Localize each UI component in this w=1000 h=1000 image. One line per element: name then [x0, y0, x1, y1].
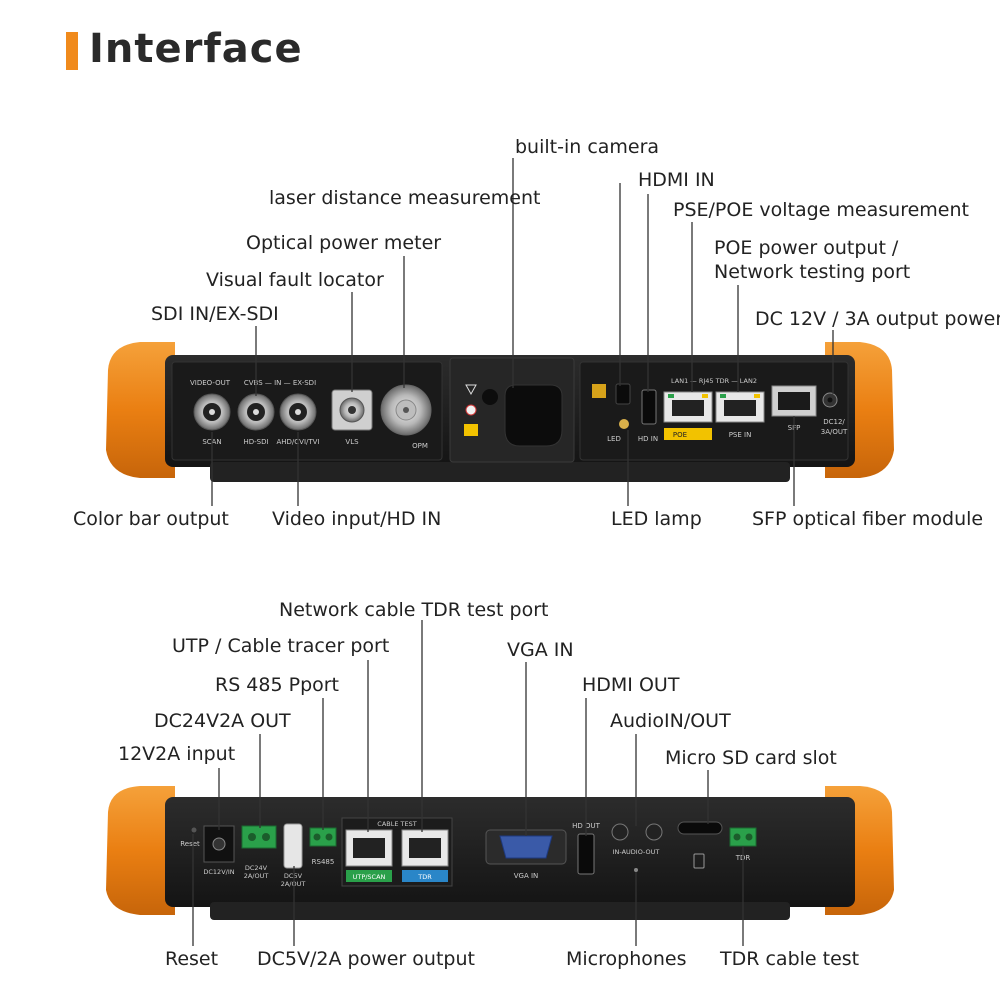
top-device: VIDEO-OUT CVBS — IN — EX-SDI SCAN HD-SDI…	[106, 342, 894, 482]
label-hdmi-in: HDMI IN	[638, 169, 715, 191]
label-led-lamp: LED lamp	[611, 508, 702, 530]
label-utp: UTP / Cable tracer port	[172, 635, 390, 657]
camera-lens-small	[615, 383, 631, 405]
label-2aout-b: 2A/OUT	[281, 880, 306, 888]
tdr-tag	[402, 870, 448, 882]
hdmi-out-port	[577, 833, 595, 875]
led-module	[592, 384, 606, 398]
opm-port	[380, 384, 432, 436]
label-dc24v: DC24V2A OUT	[154, 710, 291, 732]
label-dc12vin: DC12V/IN	[203, 868, 234, 876]
label-sdi: SDI IN/EX-SDI	[151, 303, 279, 325]
label-tdr-port: Network cable TDR test port	[279, 599, 549, 621]
label-vga-in: VGA IN	[507, 639, 574, 661]
bnc-ahd-port	[279, 393, 317, 431]
label-audio: AudioIN/OUT	[610, 710, 731, 732]
label-hdmi-out: HDMI OUT	[582, 674, 680, 696]
label-builtin-camera: built-in camera	[515, 136, 660, 158]
label-3aout: 3A/OUT	[821, 428, 848, 436]
poe-tag	[664, 428, 712, 440]
label-inaudio: IN-AUDIO-OUT	[613, 848, 660, 856]
top-leader-lines	[211, 158, 834, 506]
usb-port	[283, 823, 303, 869]
label-dc12v: DC 12V / 3A output power	[755, 308, 1000, 330]
label-color-bar: Color bar output	[73, 508, 229, 530]
label-reset: Reset	[165, 948, 219, 970]
vga-in-port	[485, 829, 567, 865]
label-hdsdi: HD-SDI	[243, 438, 268, 446]
microsd-slot	[677, 821, 723, 835]
label-2aout: 2A/OUT	[244, 872, 269, 880]
label-dc5v: DC5V/2A power output	[257, 948, 475, 970]
hdmi-in-port	[641, 389, 657, 425]
label-dc5v: DC5V	[284, 872, 303, 880]
dc24v-terminal	[241, 825, 277, 849]
label-utpscan: UTP/SCAN	[353, 873, 386, 881]
rj45-utp-port	[345, 829, 393, 867]
label-psein: PSE IN	[729, 431, 752, 439]
laser-warning-icon	[464, 384, 478, 436]
label-12v2a-input: 12V2A input	[118, 743, 236, 765]
audio-out-jack	[645, 823, 663, 841]
tdr-terminal	[729, 827, 757, 847]
label-pse-poe: PSE/POE voltage measurement	[673, 199, 969, 221]
label-rs485: RS 485 Pport	[215, 674, 340, 696]
page-title: Interface	[89, 26, 303, 72]
label-led: LED	[607, 435, 621, 443]
camera-housing	[504, 384, 563, 447]
label-vgain: VGA IN	[514, 872, 539, 880]
bottom-left-handle	[106, 786, 175, 915]
microphone-hole	[634, 868, 638, 872]
laser-lens	[482, 389, 498, 405]
bottom-device-base	[210, 902, 790, 920]
label-reset-device: Reset	[180, 840, 200, 848]
label-poe: POE	[673, 431, 687, 439]
label-dc12: DC12/	[823, 418, 845, 426]
label-opm: OPM	[412, 442, 428, 450]
audio-in-jack	[611, 823, 629, 841]
label-hdin: HD IN	[638, 435, 658, 443]
top-left-handle	[106, 342, 175, 478]
led-lamp	[619, 419, 629, 429]
bottom-leader-lines	[192, 620, 744, 946]
rj45-tdr-port	[401, 829, 449, 867]
label-tdr-test: TDR cable test	[720, 948, 860, 970]
rj45-lan1-port	[663, 391, 713, 423]
label-microsd: Micro SD card slot	[665, 747, 837, 769]
label-sfp-module: SFP optical fiber module	[752, 508, 984, 530]
bottom-device: Reset DC12V/IN DC24V 2A/OUT DC5V 2A/OUT …	[106, 786, 894, 920]
label-vls: VLS	[345, 438, 359, 446]
rj45-lan2-port	[715, 391, 765, 423]
rs485-terminal	[309, 827, 337, 847]
label-video-out: VIDEO-OUT	[190, 379, 231, 387]
reset-hole	[191, 827, 197, 833]
label-dc24v: DC24V	[245, 864, 268, 872]
label-laser: laser distance measurement	[269, 187, 541, 209]
label-rs485: RS485	[312, 858, 335, 866]
bnc-scan-port	[193, 393, 231, 431]
label-tdr: TDR	[417, 873, 432, 881]
label-poe-output-2: Network testing port	[714, 261, 911, 283]
label-lan: LAN1 — RJ45 TDR — LAN2	[671, 377, 757, 385]
vls-port	[331, 389, 373, 431]
label-optical-power: Optical power meter	[246, 232, 442, 254]
label-video-input: Video input/HD IN	[272, 508, 442, 530]
label-vfl: Visual fault locator	[206, 269, 384, 291]
label-cvbs: CVBS — IN — EX-SDI	[244, 379, 316, 387]
utpscan-tag	[346, 870, 392, 882]
label-microphones: Microphones	[566, 948, 687, 970]
sd-card-icon	[693, 853, 705, 869]
top-device-base	[210, 462, 790, 482]
title-accent-bar	[66, 32, 78, 70]
label-cable-test: CABLE TEST	[377, 820, 416, 828]
label-poe-output-1: POE power output /	[714, 237, 899, 259]
bnc-hdsdi-port	[237, 393, 275, 431]
